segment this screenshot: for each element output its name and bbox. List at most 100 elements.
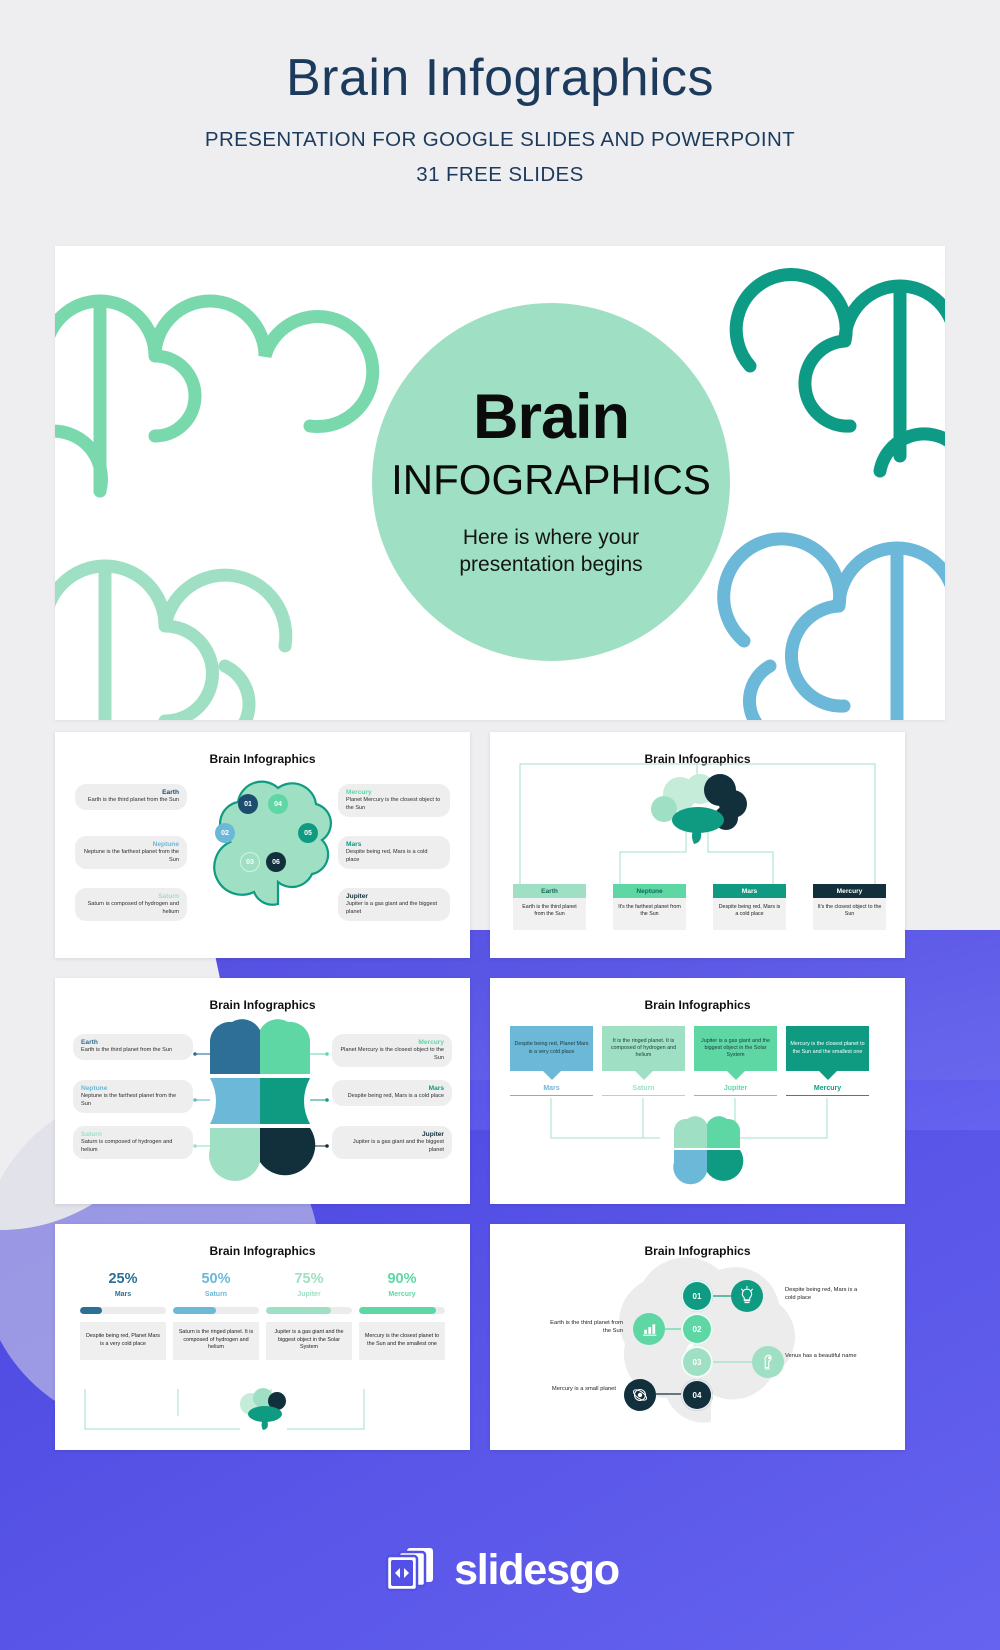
bubble-text: Mercury is the closest planet to the Sun… — [786, 1026, 869, 1071]
bubble-label: Mars — [543, 1085, 560, 1092]
brain-outline-decoration — [55, 268, 945, 720]
item-name: Neptune — [152, 841, 179, 848]
slide-6-lightbulb-icon — [731, 1280, 763, 1312]
slide-6-atom-icon — [624, 1379, 656, 1411]
progress-bar — [80, 1306, 166, 1314]
slide-6-title: Brain Infographics — [644, 1244, 751, 1258]
slide-2-connectors — [519, 763, 876, 884]
item-text: Despite being red, Mars is a cold place — [346, 849, 428, 863]
footer-brand-bar: slidesgo — [0, 1490, 1000, 1650]
stat-name: Jupiter — [297, 1290, 321, 1298]
slide-3-brain-quadrants — [193, 1019, 329, 1181]
slide-6-rocket-icon — [752, 1346, 784, 1378]
bubble-tip — [542, 1071, 561, 1080]
card-header: Mars — [713, 884, 786, 898]
item-name: Saturn — [158, 893, 179, 900]
slide-thumbnail-6[interactable]: Brain Infographics 01 Despite being red, … — [490, 1224, 905, 1450]
progress-fill — [266, 1306, 331, 1314]
stat-name: Saturn — [204, 1290, 228, 1298]
slide-thumbnail-4[interactable]: Brain Infographics Despite — [490, 978, 905, 1204]
slide-1-number-03: 03 — [240, 852, 260, 872]
slidesgo-logo[interactable]: slidesgo — [381, 1544, 620, 1596]
node-number: 04 — [692, 1390, 702, 1400]
slide-3-title: Brain Infographics — [209, 998, 316, 1012]
slide-6-text-01: Despite being red, Mars is a cold place — [785, 1287, 858, 1302]
item-text: Neptune is the farthest planet from the … — [81, 1093, 177, 1107]
card-header: Neptune — [613, 884, 686, 898]
progress-fill — [359, 1306, 437, 1314]
card-text: Despite being red, Mars is a cold place — [713, 898, 786, 930]
card-text: Earth is the third planet from the Sun — [513, 898, 586, 930]
item-text: Planet Mercury is the closest object to … — [346, 797, 441, 811]
hero-slide-preview[interactable]: Brain INFOGRAPHICS Here is where your pr… — [55, 246, 945, 720]
item-text: Jupiter is a gas giant and the biggest p… — [352, 1139, 444, 1153]
item-name: Earth — [162, 789, 179, 796]
stat-name: Mars — [114, 1290, 132, 1298]
hero-circle: Brain INFOGRAPHICS Here is where your pr… — [372, 303, 730, 661]
item-name: Jupiter — [422, 1131, 444, 1138]
page-subtitle-platforms: PRESENTATION FOR GOOGLE SLIDES AND POWER… — [204, 128, 796, 152]
bubble-label: Mercury — [813, 1085, 842, 1092]
card-header: Mercury — [813, 884, 886, 898]
item-text: Earth is the third planet from the Sun — [87, 797, 179, 804]
item-name: Saturn — [81, 1131, 102, 1138]
slide-thumbnail-2[interactable]: Brain Infographics — [490, 732, 905, 958]
bubble-tip — [818, 1071, 837, 1080]
item-text: Saturn is composed of hydrogen and heliu… — [81, 1139, 173, 1153]
bubble-underline — [786, 1095, 869, 1097]
bubble-underline — [510, 1095, 593, 1097]
item-text: Jupiter is a gas giant and the biggest p… — [346, 901, 438, 915]
hero-subtitle: INFOGRAPHICS — [391, 456, 711, 504]
progress-bar — [359, 1306, 445, 1314]
bubble-underline — [602, 1095, 685, 1097]
slide-4-title: Brain Infographics — [644, 998, 751, 1012]
bubble-underline — [694, 1095, 777, 1097]
slide-6-text-04: Mercury is a small planet — [551, 1386, 616, 1392]
stat-text: Saturn is the ringed planet. It is compo… — [173, 1321, 259, 1360]
card-header: Earth — [513, 884, 586, 898]
bubble-text: It is the ringed planet. It is composed … — [602, 1026, 685, 1071]
slide-thumbnail-3[interactable]: Brain Infographics — [55, 978, 470, 1204]
node-number: 03 — [692, 1357, 702, 1367]
slide-6-number-04: 04 — [681, 1379, 713, 1411]
slide-6-number-01: 01 — [681, 1280, 713, 1312]
slide-2-title: Brain Infographics — [644, 752, 751, 766]
brand-name: slidesgo — [454, 1545, 620, 1594]
item-text: Planet Mercury is the closest object to … — [340, 1047, 444, 1061]
stat-name: Mercury — [388, 1290, 416, 1298]
hero-tagline: Here is where your presentation begins — [459, 525, 642, 578]
item-name: Mars — [428, 1085, 444, 1092]
slide-1-number-02: 02 — [215, 823, 235, 843]
slide-4-bubble-jupiter: Jupiter is a gas giant and the biggest o… — [694, 1026, 777, 1097]
slide-4-bubble-saturn: It is the ringed planet. It is composed … — [602, 1026, 685, 1097]
progress-bar — [266, 1306, 352, 1314]
card-text: It's the farthest planet from the Sun — [613, 898, 686, 930]
slide-4-bubble-mercury: Mercury is the closest planet to the Sun… — [786, 1026, 869, 1097]
stat-text: Despite being red, Planet Mars is a very… — [80, 1321, 166, 1360]
item-text: Earth is the third planet from the Sun — [81, 1047, 173, 1054]
page-subtitle-slidecount: 31 FREE SLIDES — [416, 163, 584, 187]
node-number: 01 — [692, 1291, 702, 1301]
hero-tagline-line2: presentation begins — [459, 552, 643, 576]
slide-1-title: Brain Infographics — [209, 752, 316, 766]
item-name: Mercury — [418, 1039, 444, 1046]
slide-1-number-01: 01 — [238, 794, 258, 814]
hero-title: Brain — [472, 382, 630, 453]
slide-4-connectors — [550, 1098, 828, 1185]
